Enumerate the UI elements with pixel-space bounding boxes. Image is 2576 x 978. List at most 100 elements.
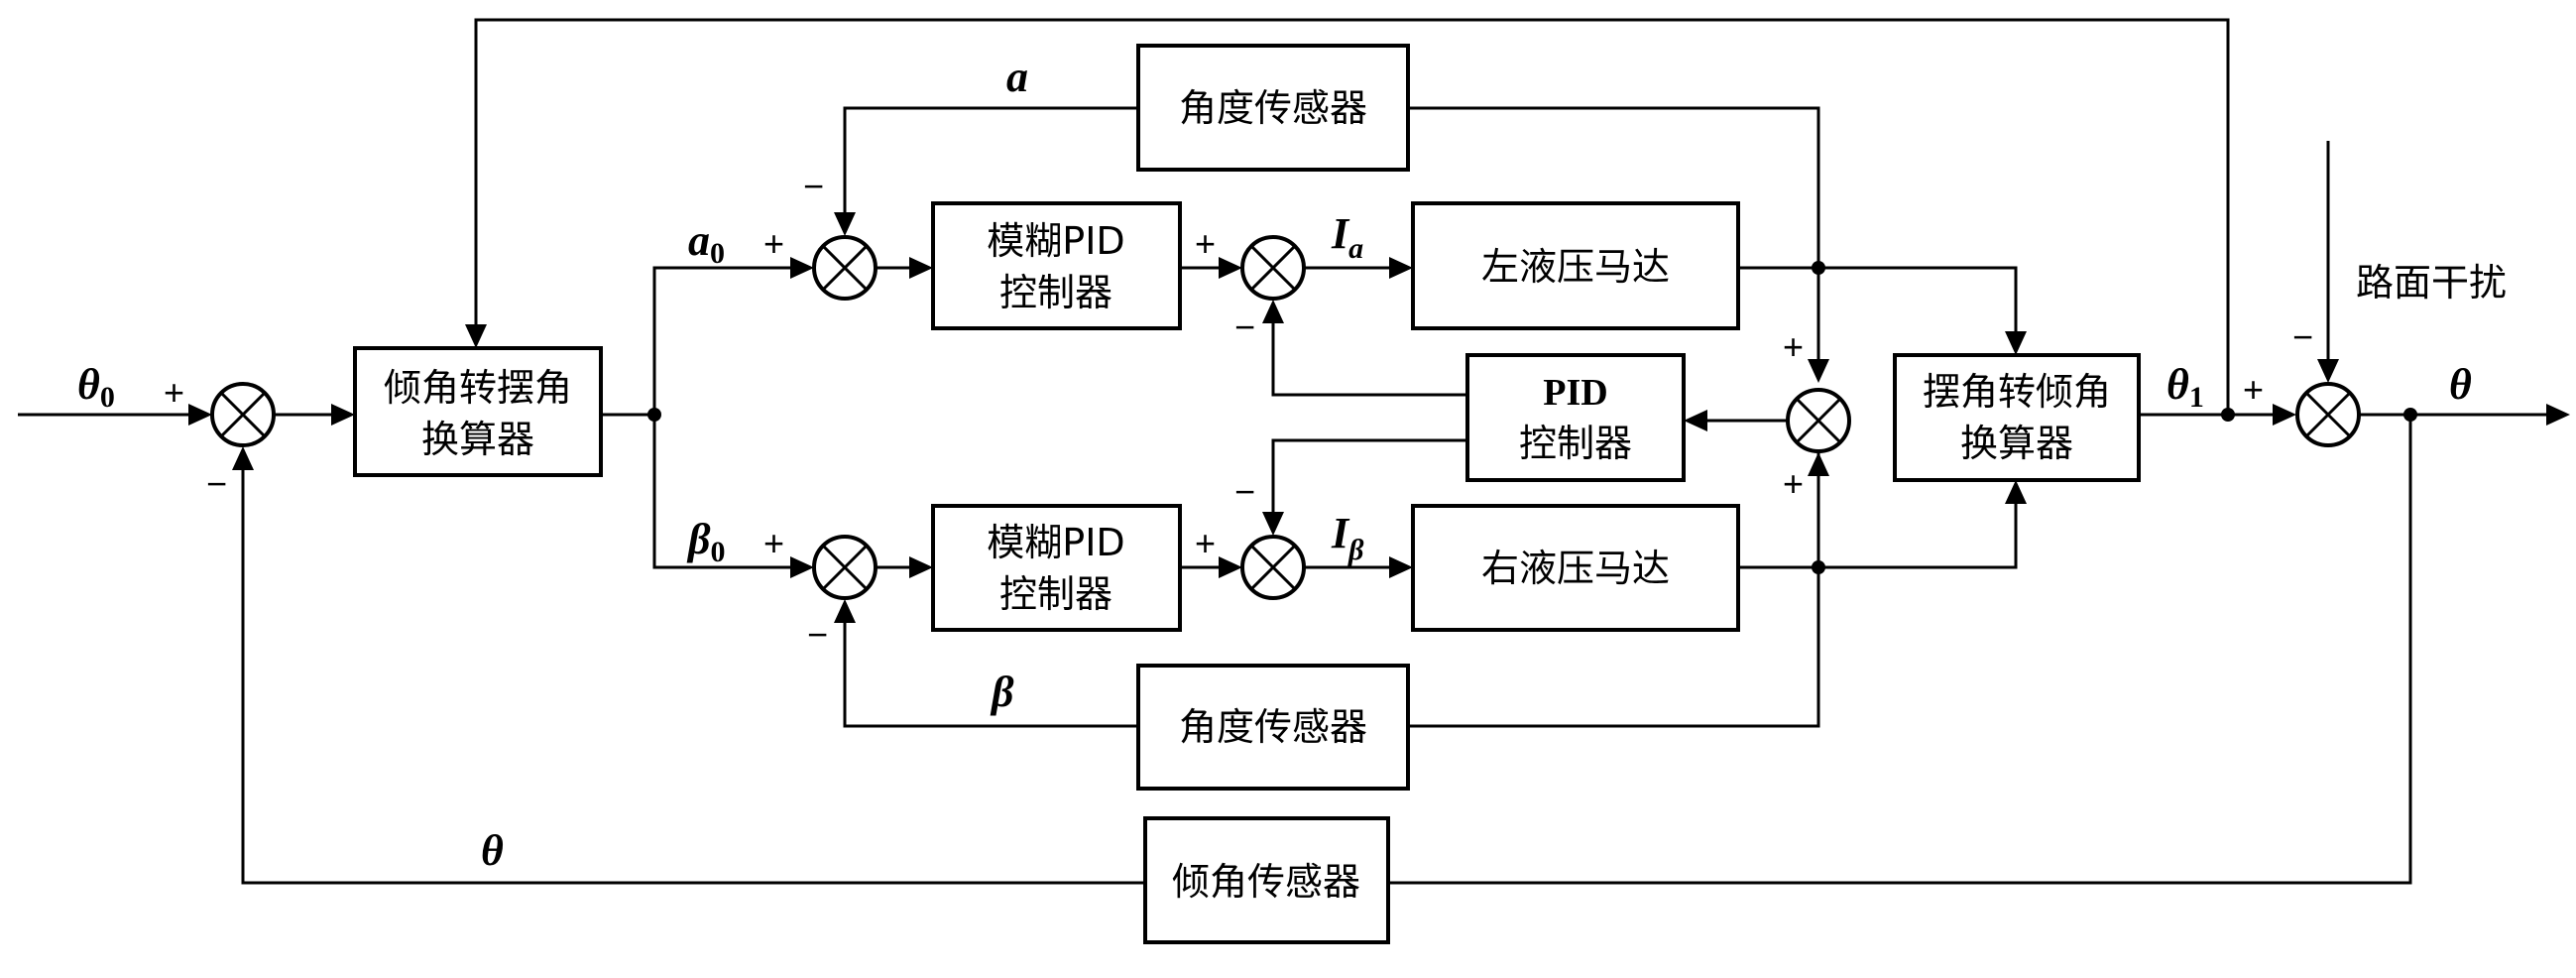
label-a0: a0 [688,216,725,270]
sign-minus: − [2292,316,2313,357]
junction-dots [647,261,2417,574]
arrow-icon [909,556,933,578]
block-label: 模糊PID [987,219,1124,263]
sign-plus: + [2243,369,2264,410]
arrow-icon [834,599,856,623]
a0-line [652,266,811,415]
block-angle-sensor-bottom[interactable]: 角度传感器 [1136,664,1410,791]
arrow-icon [1684,410,1707,431]
summing-junction-disturbance [2295,382,2361,447]
arrow-icon [834,212,856,236]
signal-lines [18,18,2563,885]
block-label: 控制器 [999,271,1112,314]
block-label: 控制器 [999,572,1112,616]
block-tilt-to-swing[interactable]: 倾角转摆角 换算器 [353,346,603,477]
block-pid[interactable]: PID 控制器 [1465,353,1686,482]
block-swing-to-tilt[interactable]: 摆角转倾角 换算器 [1893,353,2141,482]
arrow-icon [1389,257,1413,279]
top-feed-line [474,18,2230,415]
label-theta1: θ1 [2166,360,2204,414]
arrow-icon [2273,404,2296,426]
arrow-icon [2005,331,2027,355]
arrow-icon [1219,556,1242,578]
block-tilt-sensor[interactable]: 倾角传感器 [1143,816,1390,944]
signal-labels: θ0 a0 β0 a β Ia Iβ θ1 θ θ 路面干扰 [77,53,2507,875]
beta0-line [652,415,811,569]
sign-plus: + [164,372,184,413]
summing-junction-diff [1786,388,1851,453]
arrow-icon [1389,556,1413,578]
block-label: 倾角转摆角 [384,366,572,410]
block-label: 控制器 [1519,422,1632,465]
branch-dot [647,408,661,422]
label-ibeta: Iβ [1331,509,1364,566]
arrow-icon [790,556,814,578]
label-beta: β [990,668,1014,716]
branch-dot [1812,261,1825,275]
sign-plus: + [1783,326,1804,367]
arrow-icon [1808,359,1829,383]
block-left-motor[interactable]: 左液压马达 [1411,201,1740,330]
sign-minus: − [1234,306,1255,347]
sign-minus: − [803,166,824,206]
label-disturbance: 路面干扰 [2356,261,2507,305]
label-theta0: θ0 [77,360,115,414]
block-label: 倾角传感器 [1172,860,1360,904]
arrow-icon [331,404,355,426]
label-ia: Ia [1331,209,1363,265]
summing-junctions [210,235,2361,600]
arrow-icon [2317,359,2339,383]
block-label: PID [1543,372,1607,414]
tilt-feedback [1388,415,2412,885]
arrow-icon [1219,257,1242,279]
beta-feedback-in [843,605,1138,728]
sign-plus: + [1195,223,1216,264]
sign-plus: + [1783,463,1804,504]
arrow-icon [1808,452,1829,476]
branch-dot [1812,560,1825,574]
a-feedback-in [843,106,1138,230]
arrow-icon [790,257,814,279]
block-label: 摆角转倾角 [1923,370,2111,414]
right-motor-out [1738,486,2018,569]
arrow-icon [188,404,212,426]
block-fuzzy-pid-bottom[interactable]: 模糊PID 控制器 [931,504,1182,632]
arrow-icon [1262,300,1284,323]
block-angle-sensor-top[interactable]: 角度传感器 [1136,44,1410,172]
arrow-icon [909,257,933,279]
sign-minus: − [807,614,828,655]
block-label: 模糊PID [987,521,1124,564]
summing-junction-beta [812,535,878,600]
label-theta-out: θ [2449,360,2472,409]
block-label: 右液压马达 [1481,547,1670,590]
tilt-feedback-in [241,452,1145,885]
sign-plus: + [1195,523,1216,563]
pid-to-sum3-bot [1271,438,1467,530]
arrow-icon [232,446,254,470]
summing-junction-a [812,235,878,301]
arrow-icon [465,324,487,348]
sign-minus: − [206,463,227,504]
label-theta-feedback: θ [481,826,504,875]
arrow-icon [1262,512,1284,536]
branch-dot [2403,408,2417,422]
block-label: 换算器 [421,418,534,461]
block-fuzzy-pid-top[interactable]: 模糊PID 控制器 [931,201,1182,330]
arrow-icon [2005,480,2027,504]
block-label: 角度传感器 [1179,86,1367,130]
branch-dot [2221,408,2235,422]
pid-to-sum3-top [1271,306,1467,397]
block-label: 角度传感器 [1179,705,1367,749]
a-feedback [1408,106,1820,268]
arrowheads [188,212,2570,623]
sign-minus: − [1234,471,1255,512]
summing-junction-ibeta [1240,535,1306,600]
sign-plus: + [763,523,784,563]
label-a: a [1006,53,1028,101]
block-right-motor[interactable]: 右液压马达 [1411,504,1740,632]
beta-feedback [1408,567,1820,728]
block-label: 左液压马达 [1481,245,1670,289]
block-label: 换算器 [1960,422,2073,465]
